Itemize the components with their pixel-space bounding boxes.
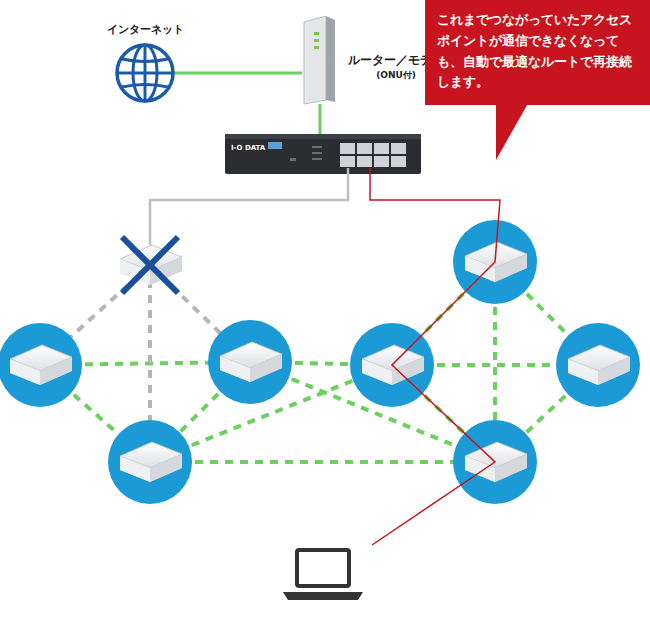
internet-node: インターネット [103, 22, 187, 105]
callout-text: これまでつながっていたアクセスポイントが通信できなくなっても、自動で最適なルート… [437, 10, 638, 93]
callout-box: これまでつながっていたアクセスポイントが通信できなくなっても、自動で最適なルート… [425, 0, 650, 105]
globe-icon [113, 41, 177, 105]
brand-logo: I-O DATA [231, 144, 265, 152]
internet-label: インターネット [103, 22, 187, 37]
network-link [171, 72, 302, 75]
device-sublabel: (ONU付) [376, 69, 416, 82]
router-device [302, 16, 338, 106]
